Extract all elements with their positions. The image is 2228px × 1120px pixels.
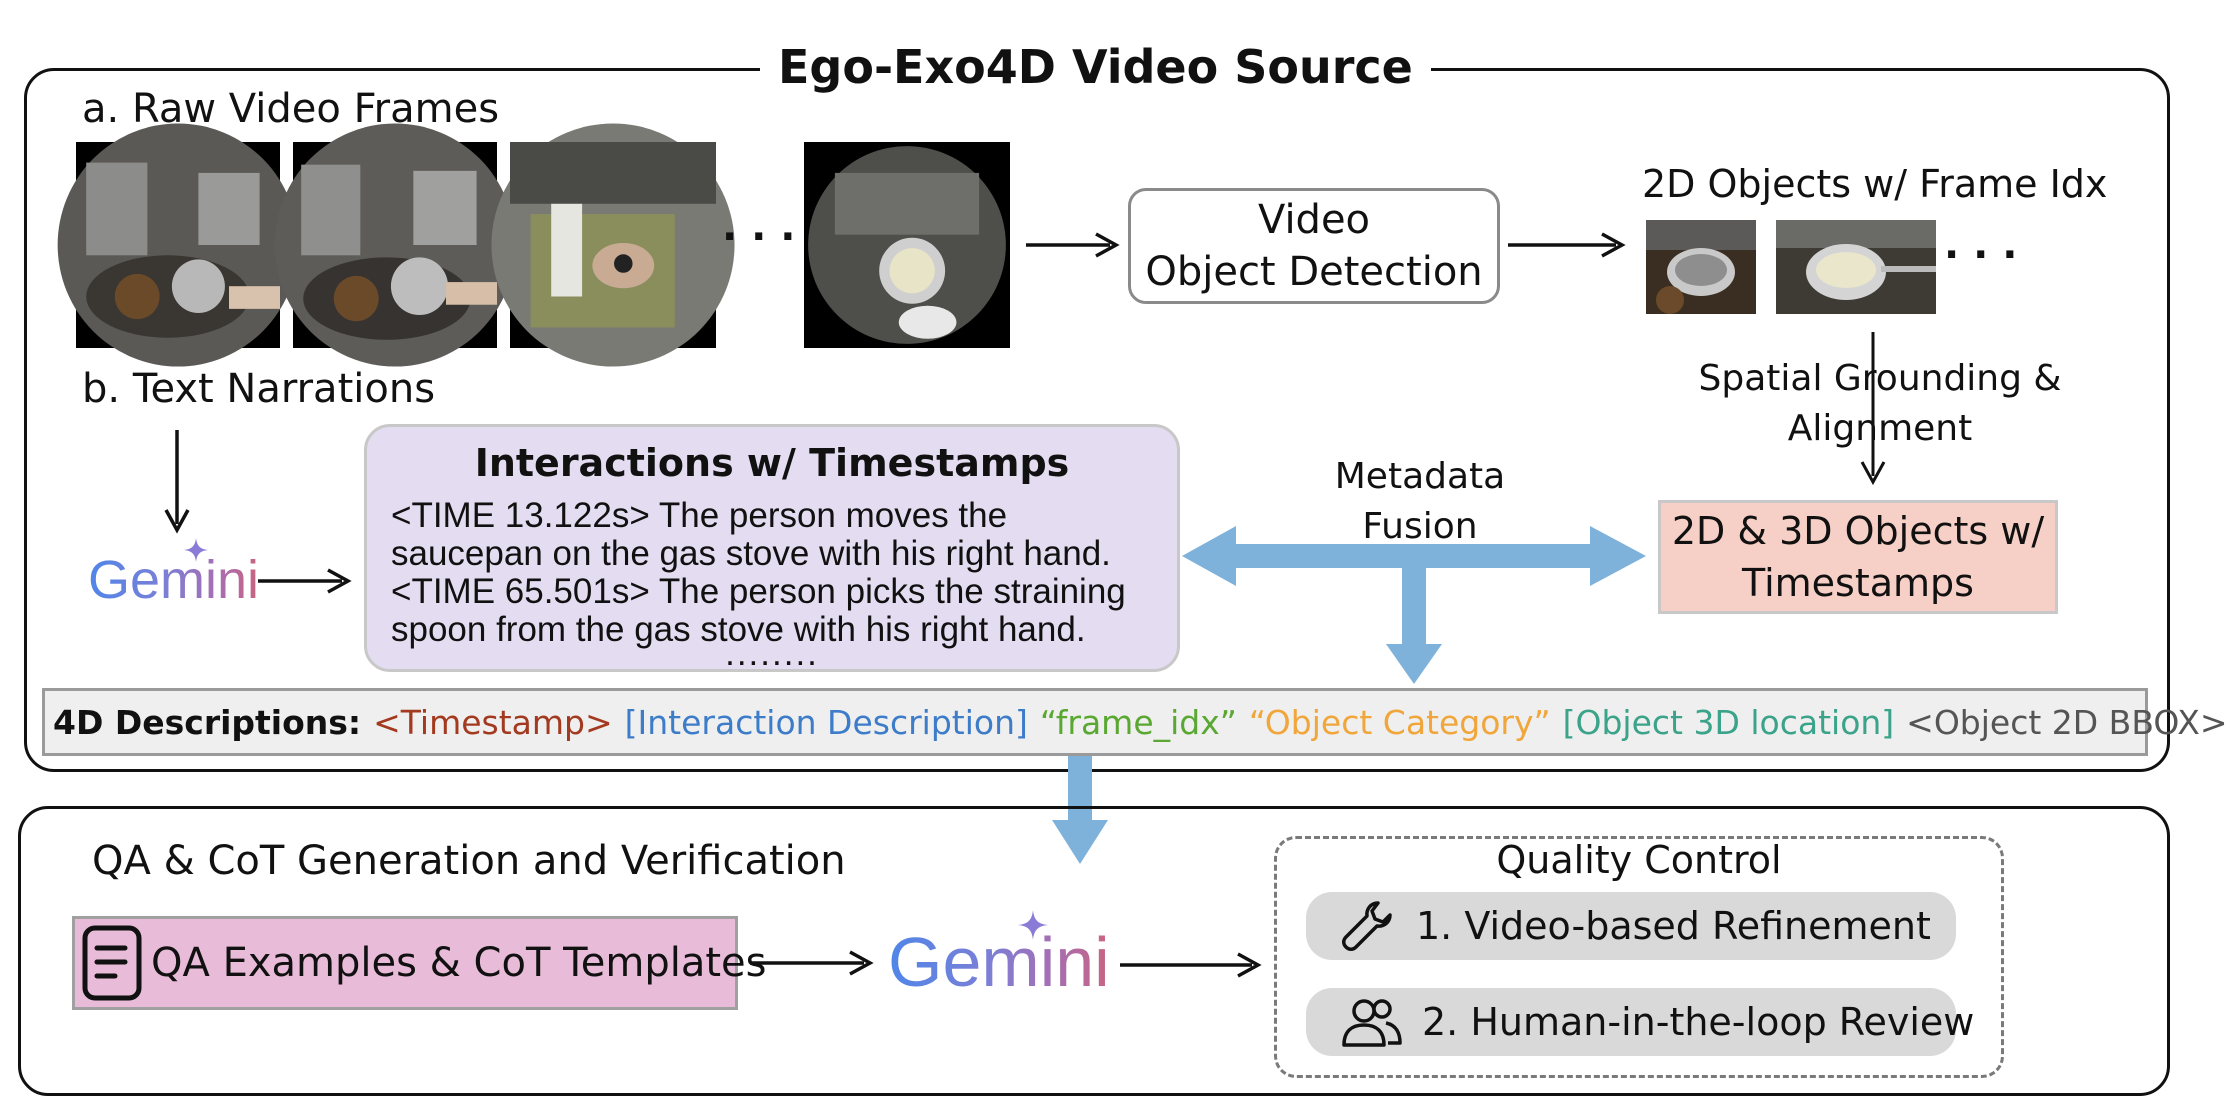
video-object-detection-box: Video Object Detection (1128, 188, 1500, 304)
fusion-line-2: Fusion (1362, 506, 1478, 547)
spatial-line-2: Alignment (1787, 408, 1973, 449)
detection-line-2: Object Detection (1145, 249, 1483, 295)
objects3d-line-2: Timestamps (1742, 561, 1974, 605)
sparkle-icon (1018, 910, 1048, 940)
arrow-detection-to-objects (1508, 232, 1626, 258)
qa-generation-panel (18, 806, 2170, 1096)
interaction-ellipsis: ........ (725, 634, 819, 673)
video-frame-3 (491, 123, 735, 367)
spatial-grounding-label: Spatial Grounding & Alignment (1590, 354, 2170, 454)
interaction-line-4: spoon from the gas stove with his right … (391, 610, 1086, 649)
desc-timestamp: <Timestamp> (373, 702, 613, 742)
quality-item-review: 2. Human-in-the-loop Review (1306, 988, 1974, 1056)
raw-frames-label: a. Raw Video Frames (82, 86, 500, 132)
arrow-gemini-to-quality (1120, 952, 1262, 978)
object-crop-1 (1646, 220, 1756, 314)
interaction-line-1: <TIME 13.122s> The person moves the (391, 496, 1008, 535)
metadata-fusion-arrow (1182, 526, 1646, 684)
arrow-descriptions-to-qa (1052, 756, 1108, 864)
descriptions-bar: 4D Descriptions: <Timestamp> [Interactio… (42, 688, 2228, 756)
video-frame-2 (274, 123, 516, 367)
quality-control-title: Quality Control (1496, 838, 1782, 882)
objects-3d-box: 2D & 3D Objects w/ Timestamps (1658, 500, 2058, 614)
detection-line-1: Video (1257, 197, 1371, 243)
fusion-line-1: Metadata (1334, 456, 1506, 497)
qa-title: QA & CoT Generation and Verification (92, 838, 846, 884)
quality-control-box (1274, 836, 2004, 1078)
video-frame-4 (804, 142, 1010, 348)
objects-2d-label: 2D Objects w/ Frame Idx (1642, 162, 2108, 206)
frames-ellipsis: · · · (722, 214, 796, 260)
arrow-qa-to-gemini (750, 950, 874, 976)
review-label: 2. Human-in-the-loop Review (1422, 1000, 1975, 1044)
wrench-icon (1342, 901, 1392, 951)
qa-examples-label: QA Examples & CoT Templates (151, 940, 767, 986)
refinement-label: 1. Video-based Refinement (1416, 904, 1931, 948)
desc-object-category: “Object Category” (1248, 702, 1551, 742)
document-icon (82, 925, 142, 1001)
arrow-frames-to-detection (1026, 232, 1120, 258)
interactions-title: Interactions w/ Timestamps (474, 441, 1070, 485)
desc-frame-idx: “frame_idx” (1039, 702, 1237, 742)
desc-object-3d-location: [Object 3D location] (1562, 702, 1895, 742)
metadata-fusion-label: Metadata Fusion (1270, 452, 1570, 552)
interaction-line-3: <TIME 65.501s> The person picks the stra… (391, 572, 1126, 611)
descriptions-label: 4D Descriptions: (53, 702, 362, 742)
arrow-narrations-to-gemini (164, 430, 190, 534)
objects3d-line-1: 2D & 3D Objects w/ (1671, 509, 2045, 553)
sparkle-icon (184, 538, 208, 562)
spatial-line-1: Spatial Grounding & (1698, 358, 2062, 399)
video-frame-1 (57, 123, 299, 367)
desc-object-2d-bbox: <Object 2D BBOX> (1906, 702, 2228, 742)
arrow-objects-to-3d (1860, 332, 1886, 486)
interaction-line-2: saucepan on the gas stove with his right… (391, 534, 1111, 573)
users-icon (1342, 999, 1402, 1047)
quality-item-refinement: 1. Video-based Refinement (1306, 892, 1956, 960)
qa-examples-box: QA Examples & CoT Templates (72, 916, 766, 1010)
gemini-logo-bottom: Gemini (888, 923, 1110, 1001)
objects-ellipsis: · · · (1944, 232, 2018, 278)
text-narrations-label: b. Text Narrations (82, 366, 436, 412)
arrow-gemini-to-interactions (258, 568, 352, 594)
desc-interaction: [Interaction Description] (624, 702, 1028, 742)
interactions-box: Interactions w/ Timestamps <TIME 13.122s… (364, 424, 1180, 673)
gemini-logo-top: Gemini (88, 550, 260, 610)
object-crop-2 (1776, 220, 1936, 314)
panel-title: Ego-Exo4D Video Source (760, 40, 1431, 94)
